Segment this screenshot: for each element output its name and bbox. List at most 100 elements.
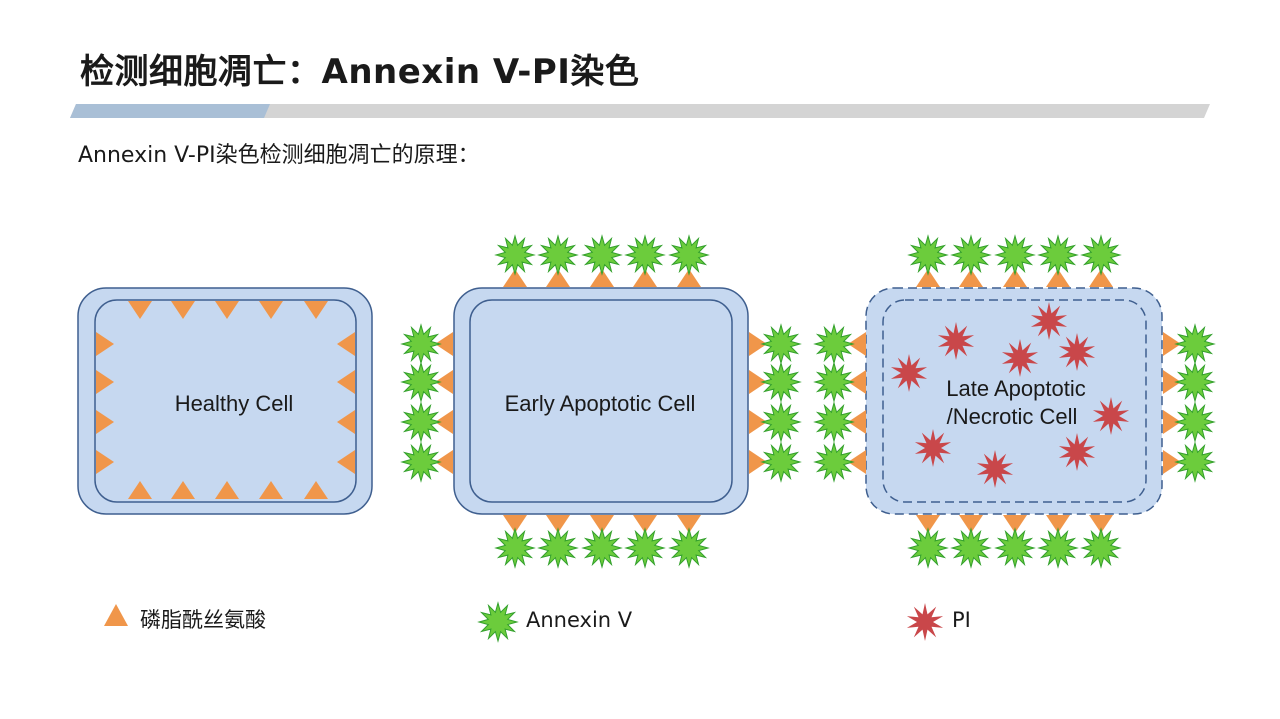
ps-triangle (128, 301, 152, 319)
annexin-v-star (400, 323, 442, 365)
ps-triangle (503, 515, 527, 533)
pi-star (937, 322, 975, 360)
ps-triangle (749, 410, 767, 434)
pi-star (976, 450, 1014, 488)
ps-triangle (1163, 332, 1181, 356)
ps-triangle (1163, 370, 1181, 394)
late-cell-pi-group (890, 302, 1130, 488)
healthy-cell-ps-group (96, 301, 355, 499)
healthy-cell-label: Healthy Cell (175, 391, 294, 416)
ps-triangle (435, 410, 453, 434)
ps-triangle (128, 481, 152, 499)
ps-triangle (848, 370, 866, 394)
ps-triangle (916, 515, 940, 533)
annexin-v-star (760, 401, 802, 443)
annexin-v-star (1174, 441, 1216, 483)
ps-triangle (337, 450, 355, 474)
late-cell-annexin-group (813, 234, 1216, 569)
pi-star (1058, 333, 1096, 371)
late-cell-inner-membrane (882, 299, 1147, 503)
red-star-icon (906, 603, 944, 641)
annexin-v-star (950, 527, 992, 569)
pi-star (890, 354, 928, 392)
annexin-v-star (668, 234, 710, 276)
ps-triangle (1089, 269, 1113, 287)
ps-triangle (259, 301, 283, 319)
ps-triangle (171, 481, 195, 499)
ps-triangle (1046, 269, 1070, 287)
title-underline-blue (70, 104, 270, 118)
early-cell-annexin-group (400, 234, 802, 569)
annexin-v-star (760, 361, 802, 403)
early-cell-ps-group (435, 269, 767, 533)
legend-annexin-label: Annexin V (526, 608, 633, 632)
early-cell-inner-membrane (469, 299, 733, 503)
ps-triangle (1046, 515, 1070, 533)
ps-triangle (1089, 515, 1113, 533)
subtitle: Annexin V-PI染色检测细胞凋亡的原理： (78, 143, 480, 168)
annexin-v-star (537, 527, 579, 569)
annexin-v-star (400, 441, 442, 483)
ps-triangle (1003, 515, 1027, 533)
annexin-v-star (1174, 401, 1216, 443)
ps-triangle (677, 269, 701, 287)
annexin-v-star (537, 234, 579, 276)
early-apoptotic-cell: Early Apoptotic Cell (400, 234, 802, 569)
ps-triangle (590, 515, 614, 533)
ps-triangle (916, 269, 940, 287)
annexin-v-star (1080, 527, 1122, 569)
annexin-v-star (400, 401, 442, 443)
annexin-v-star (813, 361, 855, 403)
ps-triangle (1163, 450, 1181, 474)
ps-triangle (959, 269, 983, 287)
ps-triangle (435, 370, 453, 394)
legend: 磷脂酰丝氨酸 Annexin V PI (104, 601, 971, 643)
ps-triangle (337, 410, 355, 434)
pi-star (1058, 433, 1096, 471)
annexin-v-star (1080, 234, 1122, 276)
ps-triangle (546, 515, 570, 533)
ps-triangle (749, 450, 767, 474)
annexin-v-star (813, 401, 855, 443)
early-cell-label: Early Apoptotic Cell (505, 391, 696, 416)
ps-triangle (677, 515, 701, 533)
pi-star (1092, 397, 1130, 435)
late-cell-label-line2: /Necrotic Cell (947, 404, 1078, 429)
healthy-cell-inner-membrane (94, 299, 357, 503)
ps-triangle (435, 450, 453, 474)
annexin-v-star (400, 361, 442, 403)
ps-triangle (959, 515, 983, 533)
ps-triangle (1163, 410, 1181, 434)
ps-triangle (435, 332, 453, 356)
ps-triangle (337, 332, 355, 356)
ps-triangle (633, 269, 657, 287)
annexin-v-star (494, 527, 536, 569)
ps-triangle (96, 370, 114, 394)
annexin-v-star (624, 234, 666, 276)
orange-triangle-icon (104, 604, 128, 626)
annexin-v-star (581, 527, 623, 569)
ps-triangle (848, 410, 866, 434)
ps-triangle (590, 269, 614, 287)
healthy-cell: Healthy Cell (77, 287, 373, 515)
annexin-v-star (813, 441, 855, 483)
ps-triangle (337, 370, 355, 394)
title-underline (70, 104, 1210, 118)
ps-triangle (503, 269, 527, 287)
annexin-v-star (907, 234, 949, 276)
ps-triangle (304, 481, 328, 499)
ps-triangle (96, 332, 114, 356)
ps-triangle (749, 370, 767, 394)
ps-triangle (259, 481, 283, 499)
annexin-v-star (1174, 361, 1216, 403)
annexin-v-star (1037, 527, 1079, 569)
ps-triangle (1003, 269, 1027, 287)
annexin-v-star (624, 527, 666, 569)
ps-triangle (546, 269, 570, 287)
annexin-v-star (477, 601, 519, 643)
late-cell-label-line1: Late Apoptotic (946, 376, 1085, 401)
legend-ps-label: 磷脂酰丝氨酸 (140, 608, 266, 632)
ps-triangle (171, 301, 195, 319)
annexin-v-star (907, 527, 949, 569)
ps-triangle (215, 481, 239, 499)
